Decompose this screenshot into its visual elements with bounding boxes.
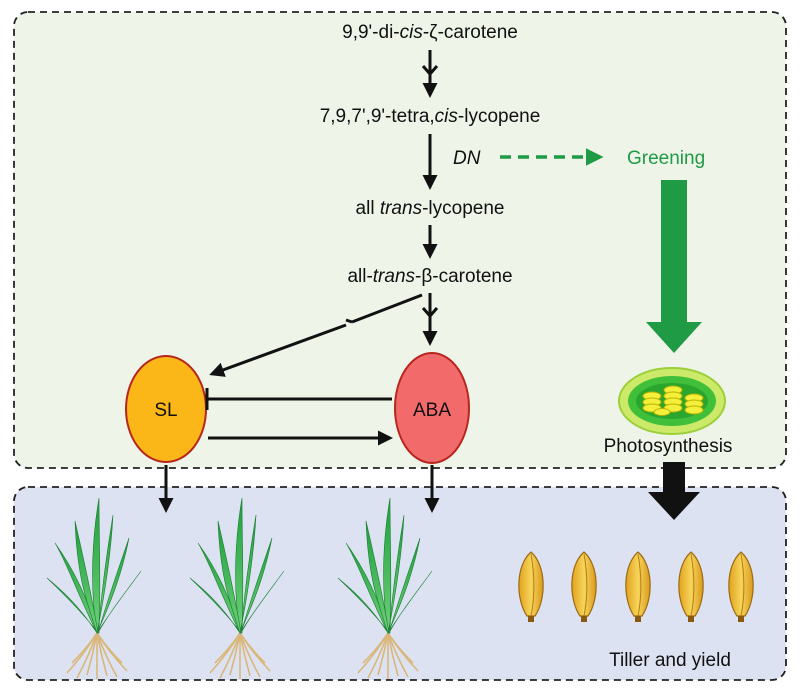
- greening-to-photosynthesis-arrow: [646, 180, 702, 353]
- bottom-panel: [13, 486, 787, 681]
- aba-node: [394, 352, 470, 464]
- outcome-label: Tiller and yield: [609, 650, 731, 671]
- top-panel: [13, 11, 787, 469]
- branch-arrow-to-sl: [209, 293, 423, 377]
- sl-label: SL: [154, 400, 177, 421]
- grain-icon: [571, 551, 597, 622]
- grain-icon: [625, 551, 651, 622]
- pathway-arrow-4: [421, 293, 439, 346]
- compound-zeta-carotene: 9,9'-di-cis-ζ-carotene: [342, 22, 518, 43]
- gene-dn-label: DN: [453, 148, 481, 169]
- chloroplast-icon: [618, 367, 726, 435]
- greening-label: Greening: [627, 148, 705, 169]
- grain-icon: [678, 551, 704, 622]
- compound-all-trans-lycopene: all trans-lycopene: [356, 198, 505, 219]
- plants-group: [46, 497, 433, 679]
- compound-tetra-cis-lycopene: 7,9,7',9'-tetra,cis-lycopene: [320, 106, 541, 127]
- grain-icon: [728, 551, 754, 622]
- aba-inhibits-sl-arrow: [205, 388, 392, 410]
- plant-icon: [337, 497, 433, 679]
- compound-beta-carotene: all-trans-β-carotene: [347, 266, 512, 287]
- aba-label: ABA: [413, 400, 451, 421]
- photosynthesis-label: Photosynthesis: [604, 436, 733, 457]
- photosynthesis-down-arrow: [648, 462, 700, 520]
- grain-icon: [518, 551, 544, 622]
- pathway-arrow-1: [421, 50, 439, 98]
- grains-group: [518, 551, 754, 622]
- plant-icon: [46, 497, 142, 679]
- plant-icon: [189, 497, 285, 679]
